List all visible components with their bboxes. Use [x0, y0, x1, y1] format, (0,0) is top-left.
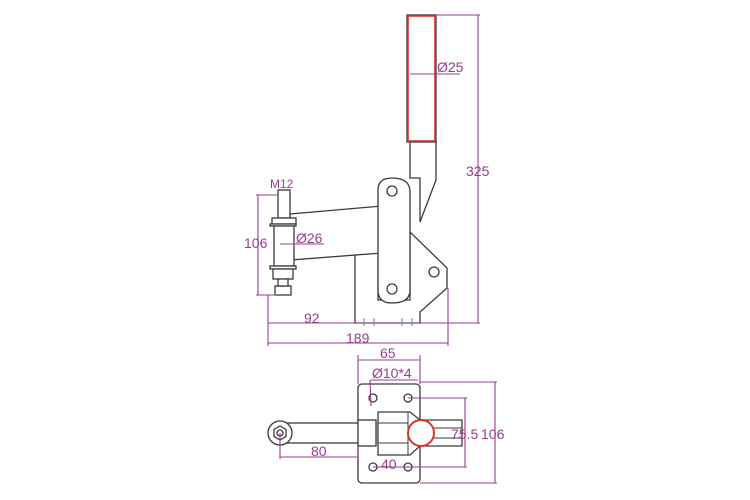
base-pivot [428, 266, 440, 278]
upper-pivot [386, 185, 398, 197]
spindle-thread [277, 189, 291, 219]
dim-base-offset: 92 [304, 310, 320, 326]
dim-plate-width: 65 [380, 345, 396, 361]
dim-hole-spacing-y: 75.5 [451, 426, 478, 442]
dim-arm-reach: 80 [311, 443, 327, 459]
spindle-tip [274, 285, 292, 296]
dim-holes: Ø10*4 [372, 365, 412, 381]
dim-thread: M12 [270, 177, 294, 191]
top-view: 65 Ø10*4 106 75.5 80 40 [267, 345, 505, 484]
handle-grip [406, 14, 437, 143]
dim-overall-length: 189 [346, 330, 370, 346]
dim-handle-length: 325 [466, 163, 490, 179]
dim-spindle-height: 106 [244, 235, 268, 251]
handle-shaft [409, 139, 437, 223]
side-view: 325 Ø25 M12 106 Ø26 92 189 [244, 14, 490, 346]
dim-hole-spacing-x: 40 [381, 456, 397, 472]
spindle-nut-bottom [272, 268, 294, 280]
spindle-body [273, 225, 295, 267]
link-plate [377, 177, 411, 304]
handle-highlight [407, 15, 436, 142]
dim-spindle-diameter: Ø26 [296, 230, 323, 246]
handle-section [407, 419, 435, 447]
dim-handle-diameter: Ø25 [437, 59, 464, 75]
mount-hole-marks [363, 318, 413, 326]
spindle-nut-top [271, 217, 297, 225]
lower-pivot [386, 283, 398, 295]
dim-plate-height: 106 [481, 426, 505, 442]
